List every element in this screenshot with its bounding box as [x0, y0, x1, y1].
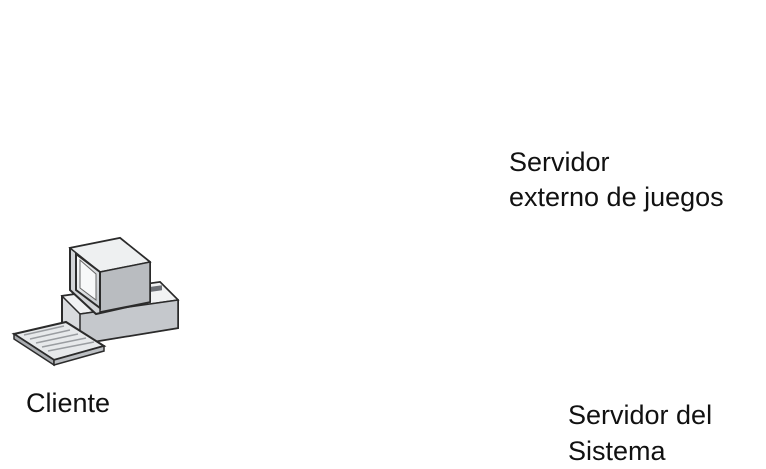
system-server-label-line2: Sistema	[568, 436, 666, 466]
external-server-label-line2: externo de juegos	[509, 182, 724, 212]
system-server-label-line1: Servidor del	[568, 400, 713, 430]
desktop-computer-icon	[11, 236, 180, 367]
external-server-label-line1: Servidor	[509, 147, 610, 177]
client-label: Cliente	[26, 388, 111, 418]
